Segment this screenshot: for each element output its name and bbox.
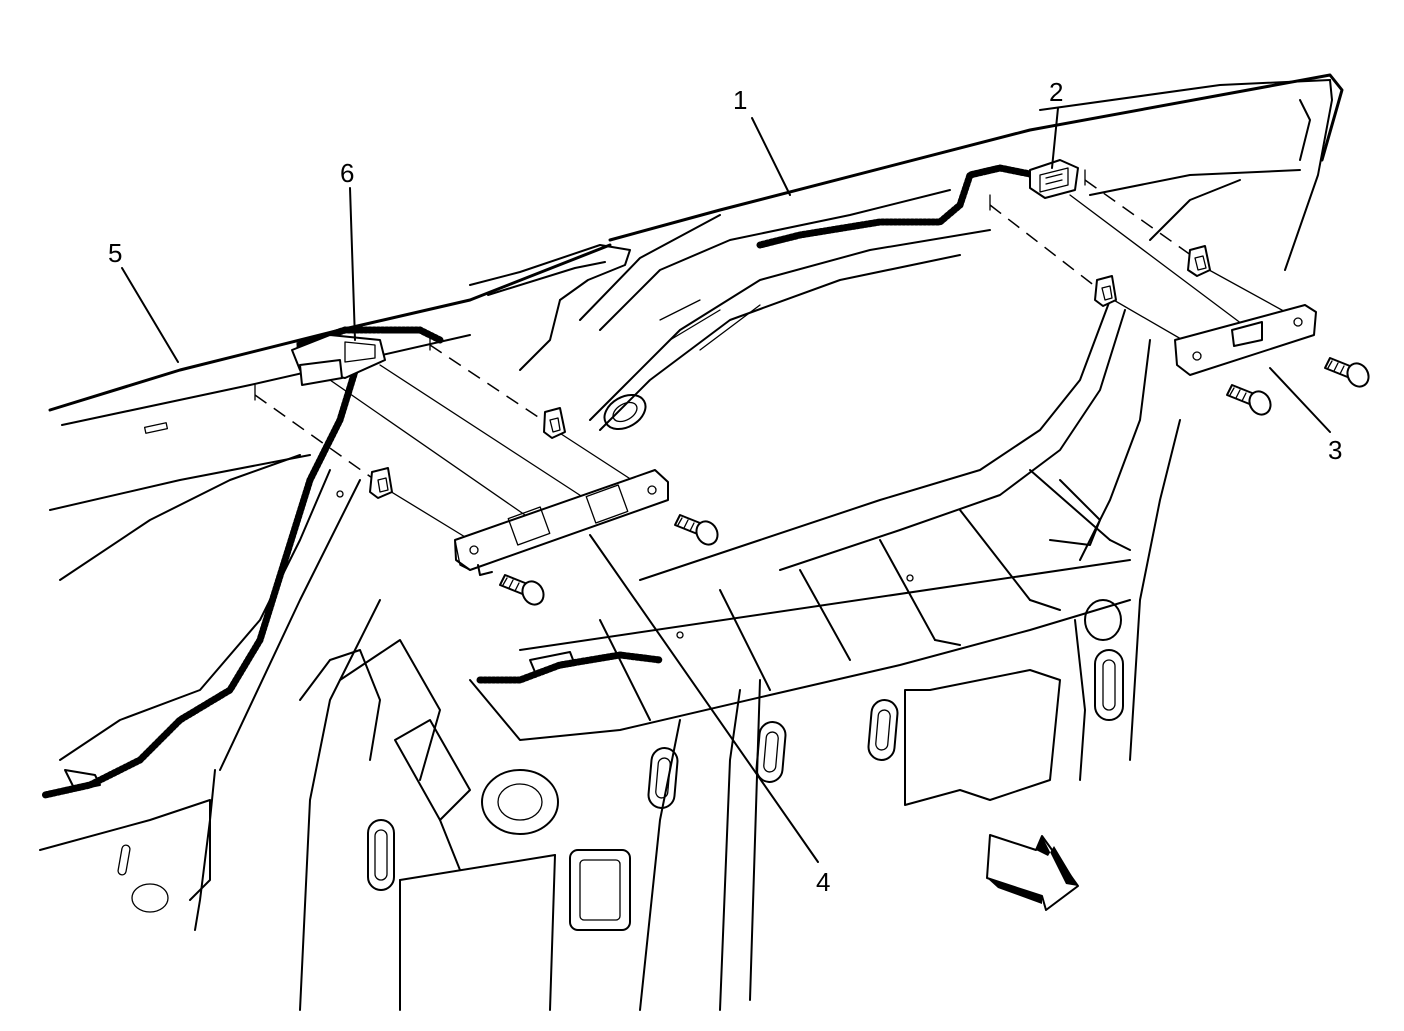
clip-left-upper [543, 407, 566, 439]
callout-2: 2 [1049, 77, 1063, 107]
leader-1 [751, 117, 791, 196]
electrical-connector-left [291, 334, 386, 386]
leader-3 [1269, 367, 1331, 433]
clip-right-upper [1187, 245, 1211, 277]
callout-3: 3 [1328, 435, 1342, 465]
callout-5: 5 [108, 238, 122, 268]
leader-4 [589, 534, 819, 863]
leader-5 [121, 267, 179, 363]
assembly-guide-lines [254, 169, 1301, 541]
callout-labels: 1 2 3 4 5 6 [108, 77, 1342, 897]
callout-leader-lines [121, 107, 1331, 863]
leader-6 [349, 187, 356, 341]
front-direction-arrow-icon [986, 834, 1079, 911]
left-license-lamp-assembly [454, 469, 669, 576]
leader-2 [1051, 107, 1059, 169]
callout-1: 1 [733, 85, 747, 115]
electrical-connector-right [1029, 159, 1079, 199]
vehicle-rear-body-structure [39, 73, 1344, 1011]
screw-right-lower [1226, 384, 1272, 416]
clip-left-lower [369, 467, 393, 499]
clip-right-lower [1094, 275, 1117, 307]
callout-4: 4 [816, 867, 830, 897]
screw-left-lower [499, 574, 545, 606]
screw-left-upper [674, 514, 719, 546]
callout-6: 6 [340, 158, 354, 188]
right-license-lamp-assembly [1174, 304, 1317, 376]
screw-right-upper [1324, 357, 1370, 388]
retainer-clips [369, 245, 1211, 499]
screws [499, 357, 1370, 606]
